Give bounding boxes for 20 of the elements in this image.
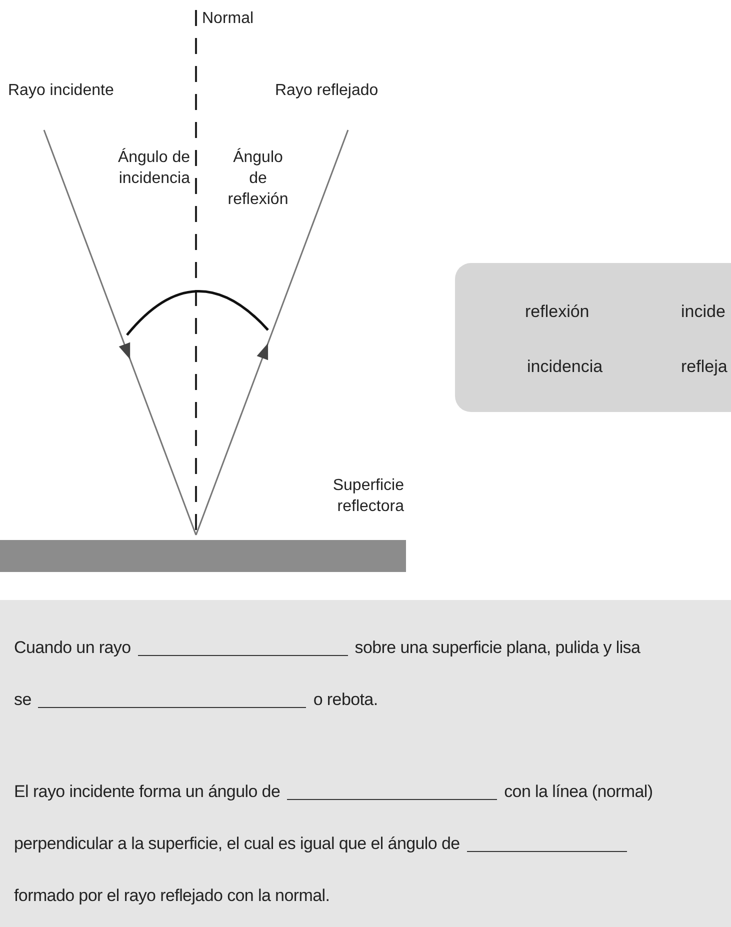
word-option: refleja <box>681 356 728 378</box>
sentence-text: formado por el rayo reflejado con la normal. <box>14 885 330 907</box>
sentence-text: Cuando un rayo <box>14 637 131 659</box>
ray-label: Rayo reflejado <box>275 81 378 101</box>
angle-label: Ángulo de incidencia <box>116 147 190 189</box>
sentence-text: se <box>14 689 32 711</box>
angle-label: Ángulo de reflexión <box>226 147 290 210</box>
surface-label: Superficie reflectora <box>332 476 404 517</box>
word-option: incide <box>681 301 726 323</box>
sentence-text: sobre una superficie plana, pulida y lisa <box>354 637 640 659</box>
word-option: reflexión <box>525 301 590 323</box>
sentence-text: o rebota. <box>313 689 378 711</box>
word-bank-panel <box>455 263 731 412</box>
sentence-text: perpendicular a la superficie, el cual es igual que el ángulo de <box>14 833 460 855</box>
sentence-text: con la línea (normal) <box>504 781 653 803</box>
axis-label: Normal <box>202 9 254 29</box>
ray-label: Rayo incidente <box>8 81 114 101</box>
exercise-panel <box>0 600 731 927</box>
word-option: incidencia <box>527 356 603 378</box>
sentence-text: El rayo incidente forma un ángulo de <box>14 781 280 803</box>
